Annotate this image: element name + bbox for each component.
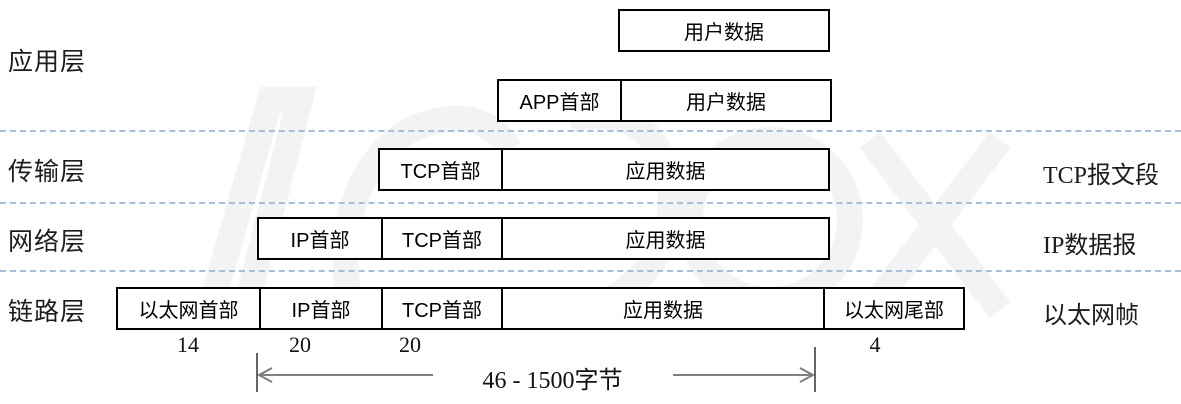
byte-size-eth-header: 14 [177,332,199,357]
box-app-data: 应用数据 [501,287,825,330]
result-label-eth-frame: 以太网帧 [1043,303,1139,329]
box-tcp-header: TCP首部 [378,148,503,191]
box-user-data: 用户数据 [620,79,832,122]
box-ip-header: IP首部 [257,217,383,260]
separator-transport-network [0,202,1181,204]
byte-size-ip-header: 20 [289,332,311,357]
row-ethernet-frame: 以太网首部 IP首部 TCP首部 应用数据 以太网尾部 [116,287,965,330]
box-user-data: 用户数据 [618,9,830,52]
box-app-header: APP首部 [497,79,622,122]
box-ip-header: IP首部 [259,287,383,330]
result-label-ip-datagram: IP数据报 [1043,233,1137,259]
box-eth-trailer: 以太网尾部 [823,287,965,330]
separator-application-transport [0,130,1181,132]
payload-range-arrow [256,347,816,392]
result-label-tcp-segment: TCP报文段 [1043,163,1160,189]
row-tcp-segment: TCP首部 应用数据 [378,148,830,191]
row-ip-datagram: IP首部 TCP首部 应用数据 [257,217,830,260]
box-eth-header: 以太网首部 [116,287,261,330]
row-application-data: 用户数据 [618,9,830,52]
payload-range-label: 46 - 1500字节 [482,368,623,394]
layer-label-transport: 传输层 [8,159,87,186]
box-app-data: 应用数据 [501,217,830,260]
layer-label-network: 网络层 [8,229,87,256]
box-app-data: 应用数据 [501,148,830,191]
byte-size-eth-trailer: 4 [869,332,881,357]
box-tcp-header: TCP首部 [381,287,503,330]
separator-network-link [0,270,1181,272]
layer-label-application: 应用层 [8,49,87,76]
layer-label-link: 链路层 [8,299,87,326]
row-app-message: APP首部 用户数据 [497,79,832,122]
byte-size-tcp-header: 20 [399,332,421,357]
box-tcp-header: TCP首部 [381,217,503,260]
